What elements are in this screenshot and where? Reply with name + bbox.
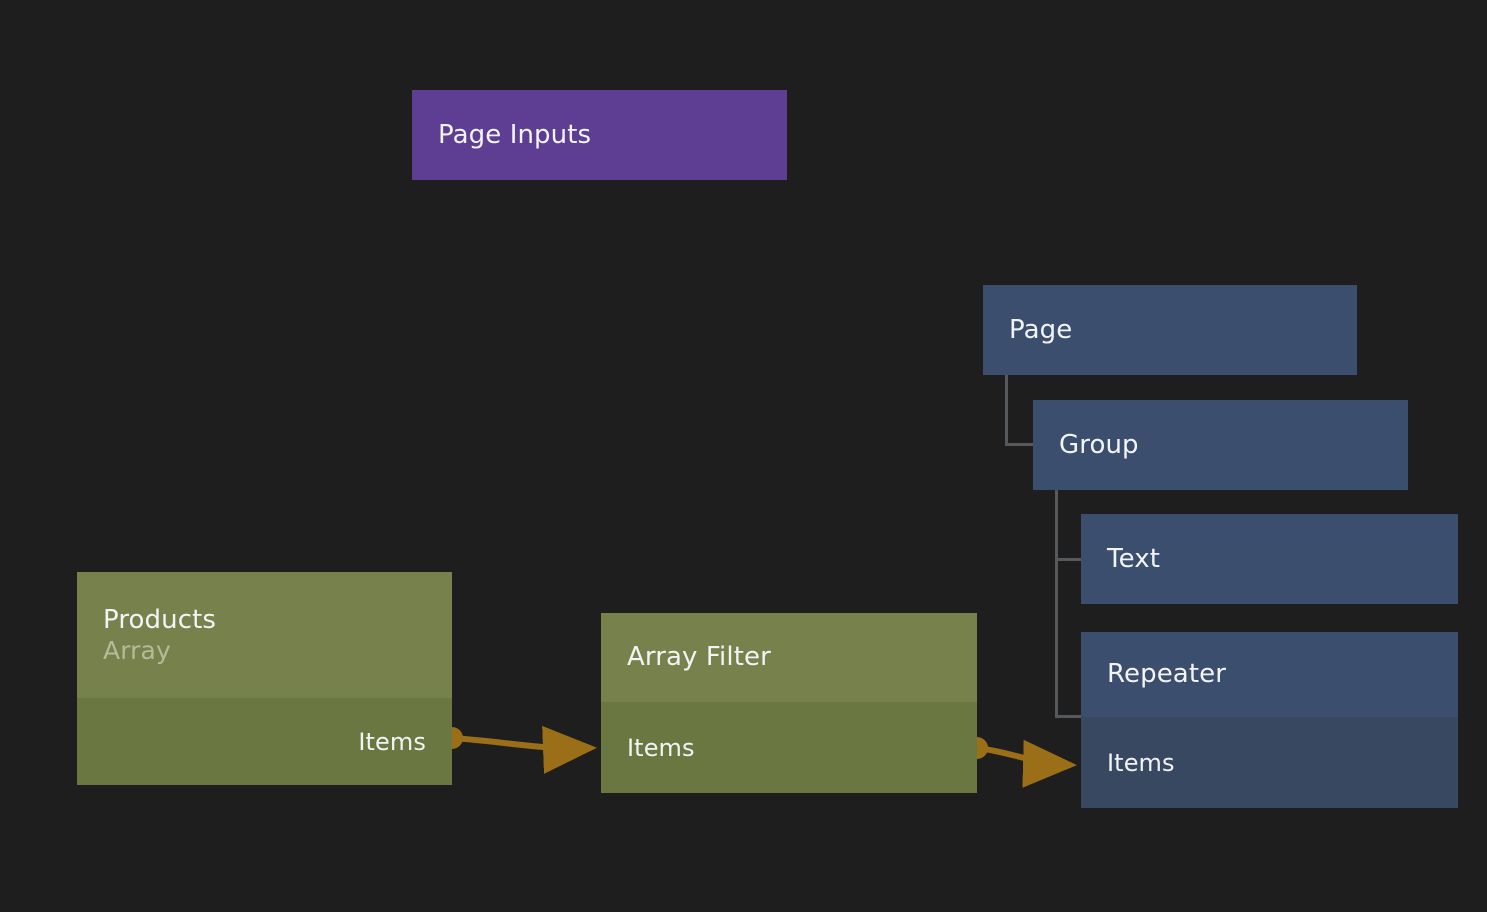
tree-connector-group-to-text-horizontal (1055, 558, 1081, 561)
tree-connector-group-children-vertical (1055, 490, 1058, 718)
node-products-body[interactable]: Items (77, 698, 452, 785)
node-text-title: Text (1107, 543, 1160, 574)
tree-connector-page-to-group-vertical (1005, 375, 1008, 445)
node-text-header[interactable]: Text (1081, 514, 1458, 604)
node-products-header[interactable]: Products Array (77, 572, 452, 698)
node-group[interactable]: Group (1033, 400, 1408, 490)
node-array-filter[interactable]: Array Filter Items (601, 613, 977, 793)
node-page[interactable]: Page (983, 285, 1357, 375)
port-label-array-filter-items[interactable]: Items (627, 733, 695, 762)
edge-array-filter-to-repeater[interactable] (966, 737, 1077, 788)
node-page-inputs-title: Page Inputs (438, 119, 592, 150)
node-page-inputs[interactable]: Page Inputs (412, 90, 787, 180)
node-repeater-body[interactable]: Items (1081, 717, 1458, 808)
node-products-subtitle: Array (103, 635, 171, 665)
node-repeater[interactable]: Repeater Items (1081, 632, 1458, 808)
node-group-title: Group (1059, 429, 1139, 460)
node-products-title: Products (103, 604, 217, 635)
edge-path (451, 725, 597, 774)
edge-products-to-array-filter[interactable] (441, 725, 597, 774)
node-text[interactable]: Text (1081, 514, 1458, 604)
port-label-products-items[interactable]: Items (358, 727, 426, 756)
node-array-filter-body[interactable]: Items (601, 702, 977, 793)
port-label-repeater-items[interactable]: Items (1107, 748, 1175, 777)
node-page-inputs-header[interactable]: Page Inputs (412, 90, 787, 180)
node-repeater-header[interactable]: Repeater (1081, 632, 1458, 717)
node-page-header[interactable]: Page (983, 285, 1357, 375)
edge-path (976, 739, 1077, 788)
tree-connector-page-to-group-horizontal (1005, 443, 1033, 446)
node-repeater-title: Repeater (1107, 659, 1227, 690)
node-array-filter-title: Array Filter (627, 642, 771, 673)
node-group-header[interactable]: Group (1033, 400, 1408, 490)
node-page-title: Page (1009, 314, 1073, 345)
node-products[interactable]: Products Array Items (77, 572, 452, 785)
tree-connector-group-to-repeater-horizontal (1055, 715, 1081, 718)
node-array-filter-header[interactable]: Array Filter (601, 613, 977, 702)
